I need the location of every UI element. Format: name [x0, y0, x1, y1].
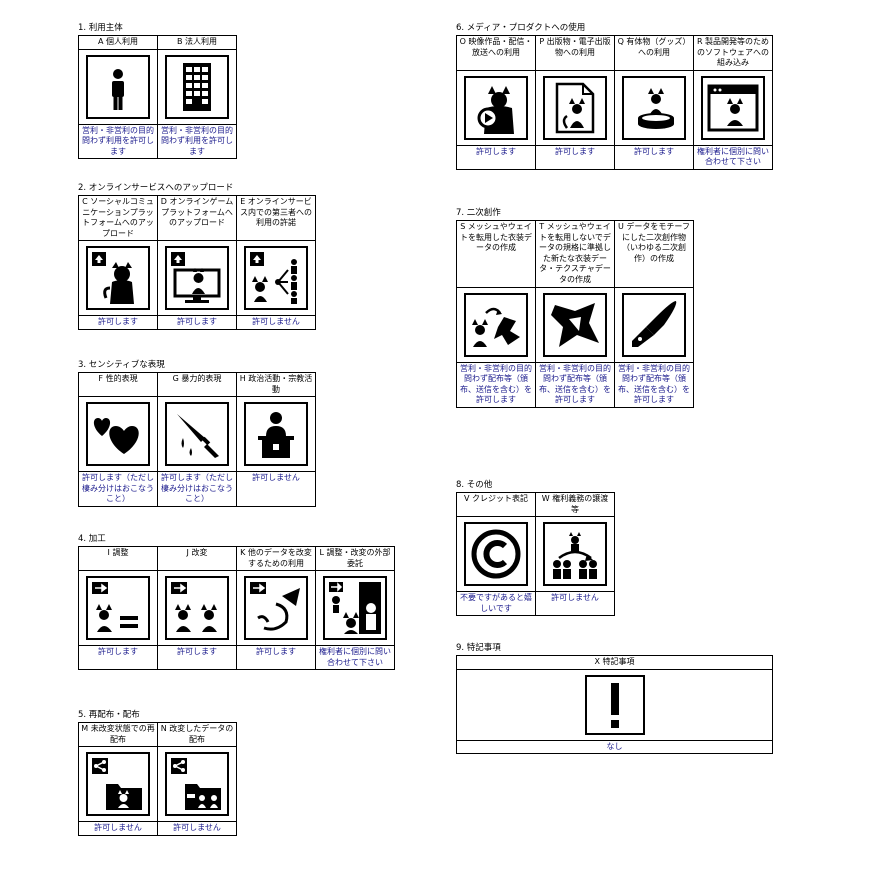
person-icon — [86, 54, 150, 119]
cell-header: S メッシュやウェイトを転用した衣装データの作成 — [456, 220, 536, 288]
section-online-upload: 2. オンラインサービスへのアップロード C ソーシャルコミュニケーションプラッ… — [78, 183, 316, 330]
cell-header: R 製品開発等のためのソフトウェアへの組み込み — [693, 35, 773, 71]
cell-header: Q 有体物（グッズ）への利用 — [614, 35, 694, 71]
license-table: O 映像作品・配信・放送への利用 P 出版物・電子出版物への利用 Q 有体物（グ… — [456, 35, 773, 170]
game-upload-icon — [165, 246, 229, 311]
section-title: 9. 特記事項 — [456, 643, 501, 653]
building-icon — [165, 54, 229, 119]
exclamation-icon — [584, 674, 645, 735]
knife-icon — [165, 402, 229, 467]
license-table: A 個人利用 B 法人利用 営利・非営利の目的問わず利用を許可します 営利・非営… — [78, 35, 237, 160]
section-title: 3. センシティブな表現 — [78, 360, 165, 370]
cell-status: 不要ですがあると嬉しいです — [456, 591, 536, 617]
cell-status: なし — [456, 739, 773, 755]
outsource-icon — [323, 576, 387, 641]
goods-icon — [622, 75, 686, 140]
cell-status: 権利者に個別に問い合わせて下さい — [693, 144, 773, 170]
license-table: I 調整 J 改変 K 他のデータを改変するための利用 L 調整・改変の外部委託 — [78, 545, 395, 671]
cell-status: 許可します — [78, 315, 158, 330]
cell-header: W 権利義務の譲渡等 — [535, 491, 615, 518]
cell-status: 営利・非営利の目的問わず利用を許可します — [157, 123, 237, 160]
publication-icon — [543, 75, 607, 140]
cell-header: C ソーシャルコミュニケーションプラットフォームへのアップロード — [78, 194, 158, 242]
cell-header: P 出版物・電子出版物への利用 — [535, 35, 615, 71]
cell-status: 営利・非営利の目的問わず配布等（頒布、送信を含む）を許可します — [614, 361, 694, 408]
section-redistribution: 5. 再配布・配布 M 未改変状態での再配布 N 改変したデータの配布 許可しま… — [78, 710, 237, 836]
podium-icon — [244, 402, 308, 467]
copyright-icon — [464, 522, 528, 587]
section-title: 4. 加工 — [78, 534, 106, 544]
pen-nib-icon — [622, 292, 686, 357]
distribute-modified-icon — [165, 752, 229, 817]
cell-status: 許可しません — [236, 315, 316, 330]
cell-header: E オンラインサービス内での第三者への利用の許諾 — [236, 194, 316, 242]
cell-header: M 未改変状態での再配布 — [78, 721, 158, 748]
cell-status: 権利者に個別に問い合わせて下さい — [315, 645, 395, 671]
section-title: 7. 二次創作 — [456, 208, 501, 218]
cell-status: 許可しません — [535, 591, 615, 617]
cell-header: D オンラインゲームプラットフォームへのアップロード — [157, 194, 237, 242]
cell-status: 許可します — [236, 645, 316, 671]
section-title: 8. その他 — [456, 480, 493, 490]
cell-status: 営利・非営利の目的問わず利用を許可します — [78, 123, 158, 160]
redistribute-icon — [86, 752, 150, 817]
cell-header: L 調整・改変の外部委託 — [315, 545, 395, 572]
cell-status: 許可しません — [157, 821, 237, 836]
cell-header: T メッシュやウェイトを転用しないでデータの規格に準拠した新たな衣装データ・テク… — [535, 220, 615, 288]
video-icon — [464, 75, 528, 140]
cell-status: 許可します（ただし棲み分けはおこなうこと） — [157, 471, 237, 507]
cell-header: F 性的表現 — [78, 371, 158, 398]
adjust-icon — [86, 576, 150, 641]
software-icon — [701, 75, 765, 140]
cell-status: 許可します — [535, 144, 615, 170]
cell-header: V クレジット表記 — [456, 491, 536, 518]
derive-icon — [244, 576, 308, 641]
social-upload-icon — [86, 246, 150, 311]
license-table: V クレジット表記 W 権利義務の譲渡等 不要ですがあると嬉しいです 許可しませ… — [456, 491, 615, 617]
cell-status: 許可します — [456, 144, 536, 170]
cell-status: 営利・非営利の目的問わず配布等（頒布、送信を含む）を許可します — [535, 361, 615, 408]
cell-header: U データをモチーフにした二次創作物（いわゆる二次創作）の作成 — [614, 220, 694, 288]
section-usage-subject: 1. 利用主体 A 個人利用 B 法人利用 営利・非営利の目的問わず利用を許可し… — [78, 23, 237, 160]
cell-status: 許可します — [157, 645, 237, 671]
cell-status: 許可します — [78, 645, 158, 671]
cell-header: N 改変したデータの配布 — [157, 721, 237, 748]
section-sensitive-expression: 3. センシティブな表現 F 性的表現 G 暴力的表現 H 政治活動・宗教活動 … — [78, 360, 316, 507]
new-costume-icon — [543, 292, 607, 357]
cell-status: 許可します — [614, 144, 694, 170]
cell-header: I 調整 — [78, 545, 158, 572]
section-processing: 4. 加工 I 調整 J 改変 K 他のデータを改変するための利用 L 調整・改… — [78, 534, 395, 671]
cell-status: 許可しません — [236, 471, 316, 507]
section-title: 6. メディア・プロダクトへの使用 — [456, 23, 586, 33]
cell-status: 許可します（ただし棲み分けはおこなうこと） — [78, 471, 158, 507]
cell-status: 許可しません — [78, 821, 158, 836]
license-table: S メッシュやウェイトを転用した衣装データの作成 T メッシュやウェイトを転用し… — [456, 220, 694, 408]
cell-status: 許可します — [157, 315, 237, 330]
section-media-products: 6. メディア・プロダクトへの使用 O 映像作品・配信・放送への利用 P 出版物… — [456, 23, 773, 170]
section-title: 5. 再配布・配布 — [78, 710, 140, 720]
cell-header: O 映像作品・配信・放送への利用 — [456, 35, 536, 71]
cell-header: B 法人利用 — [157, 35, 237, 50]
cell-header: G 暴力的表現 — [157, 371, 237, 398]
cell-header: K 他のデータを改変するための利用 — [236, 545, 316, 572]
section-derivative-works: 7. 二次創作 S メッシュやウェイトを転用した衣装データの作成 T メッシュや… — [456, 208, 694, 408]
section-special-notes: 9. 特記事項 X 特記事項 なし — [456, 643, 773, 755]
section-title: 2. オンラインサービスへのアップロード — [78, 183, 234, 193]
modify-icon — [165, 576, 229, 641]
cell-header: X 特記事項 — [456, 655, 773, 670]
section-title: 1. 利用主体 — [78, 23, 123, 33]
transfer-rights-icon — [543, 522, 607, 587]
cell-header: J 改変 — [157, 545, 237, 572]
section-other: 8. その他 V クレジット表記 W 権利義務の譲渡等 不要ですがあると嬉しいで… — [456, 480, 615, 617]
hearts-icon — [86, 402, 150, 467]
license-table: X 特記事項 なし — [456, 655, 773, 755]
costume-transfer-icon — [464, 292, 528, 357]
license-table: F 性的表現 G 暴力的表現 H 政治活動・宗教活動 許可します（ただし棲み分け… — [78, 371, 316, 507]
third-party-share-icon — [244, 246, 308, 311]
license-table: C ソーシャルコミュニケーションプラットフォームへのアップロード D オンライン… — [78, 194, 316, 330]
license-table: M 未改変状態での再配布 N 改変したデータの配布 許可しません 許可しません — [78, 721, 237, 836]
cell-header: H 政治活動・宗教活動 — [236, 371, 316, 398]
cell-status: 営利・非営利の目的問わず配布等（頒布、送信を含む）を許可します — [456, 361, 536, 408]
cell-header: A 個人利用 — [78, 35, 158, 50]
